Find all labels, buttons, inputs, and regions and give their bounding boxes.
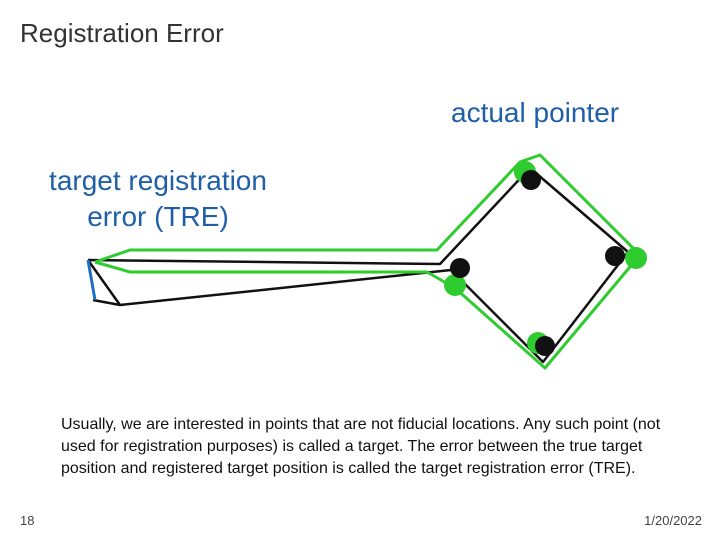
actual-pointer-label: actual pointer — [451, 97, 620, 128]
tre-segment — [86, 259, 97, 301]
slide-number: 18 — [20, 513, 35, 528]
description-text: Usually, we are interested in points tha… — [61, 416, 661, 477]
registered-fiducial-marker — [625, 247, 647, 269]
slide-date: 1/20/2022 — [644, 513, 702, 528]
registered-fiducial-marker — [444, 274, 466, 296]
slide-title: Registration Error — [20, 18, 224, 48]
actual-pointer-outline — [86, 166, 630, 364]
actual-fiducial-marker — [535, 336, 555, 356]
actual-fiducial-marker — [450, 258, 470, 278]
actual-fiducial-marker — [521, 170, 541, 190]
tre-label: target registration error (TRE) — [49, 165, 267, 232]
actual-fiducial-marker — [605, 246, 625, 266]
